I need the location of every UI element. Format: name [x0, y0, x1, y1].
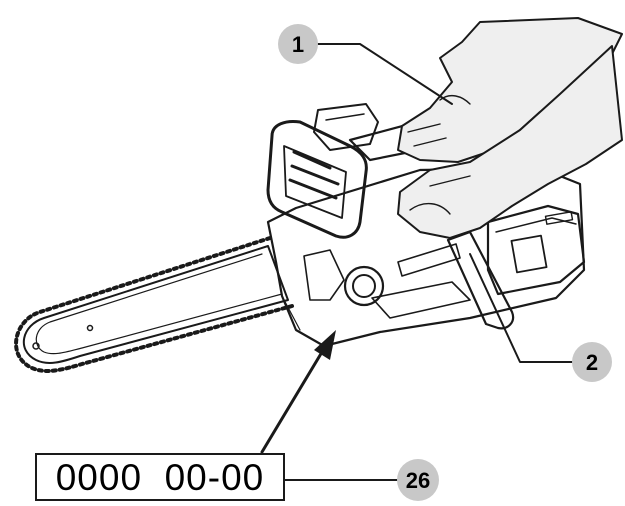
date-code-box: 0000 00-00 [35, 453, 285, 501]
callout-2: 2 [572, 342, 612, 382]
callout-26: 26 [397, 459, 439, 501]
leader-line-2 [469, 253, 573, 363]
callout-1: 1 [278, 24, 318, 64]
leader-line-1 [317, 43, 453, 105]
callout-1-label: 1 [292, 32, 304, 57]
lower-gloved-hand [397, 45, 623, 239]
callout-2-label: 2 [586, 350, 598, 375]
saw-chain [14, 236, 294, 373]
date-code-text: 0000 00-00 [56, 457, 265, 498]
callout-26-label: 26 [406, 468, 430, 493]
guide-bar [22, 245, 289, 364]
location-arrow [260, 330, 336, 454]
